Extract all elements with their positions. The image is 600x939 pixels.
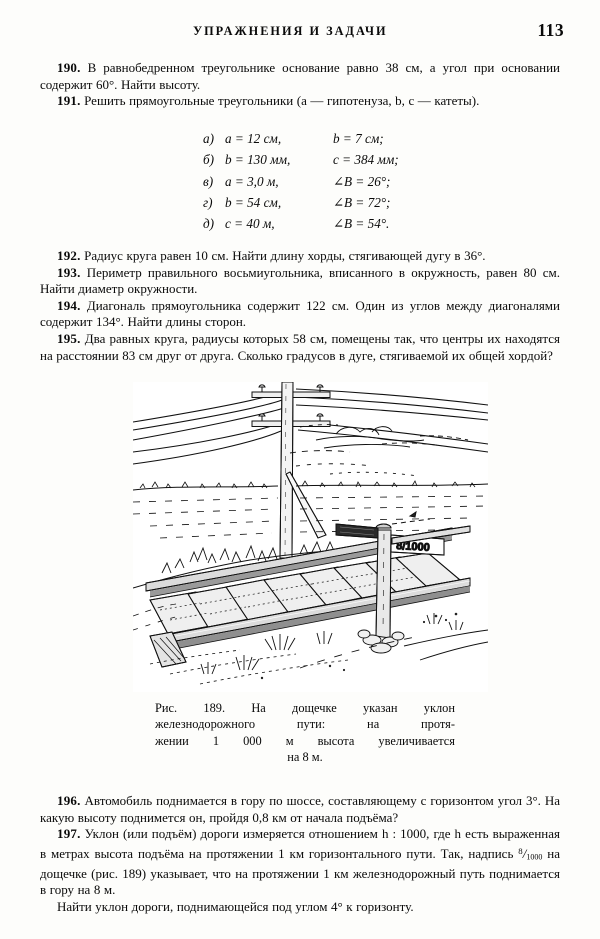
problem-block-196-197: 196. Автомобиль поднимается в гору по шо… xyxy=(40,793,560,916)
problem-197: 197. Уклон (или подъём) дороги измеряетс… xyxy=(40,826,560,899)
problem-195: 195. Два равных круга, радиусы которых 5… xyxy=(40,331,560,364)
problem-194-text: Диагональ прямоугольника содержит 122 см… xyxy=(40,297,560,330)
caption-line-4: на 8 м. xyxy=(287,750,323,765)
running-head: УПРАЖНЕНИЯ И ЗАДАЧИ 113 xyxy=(40,20,564,46)
problem-191-text: Решить прямоугольные треугольники (a — г… xyxy=(80,93,480,109)
problem-block-192-195: 192. Радиус круга равен 10 см. Найти дли… xyxy=(40,248,560,364)
list-item-left: b = 54 см, xyxy=(225,194,282,210)
problem-191: 191. Решить прямоугольные треугольники (… xyxy=(40,93,560,110)
problem-197-text-part2: на дощечке (рис. 189) указывает, что на … xyxy=(40,845,561,898)
problem-197-number: 197. xyxy=(57,826,81,842)
caption-line-1: Рис. 189. На дощечке указан уклон xyxy=(155,701,455,715)
list-item-label: а) xyxy=(203,131,214,146)
list-item-left: a = 12 см, xyxy=(225,131,282,146)
figure-189: 8/1000 xyxy=(0,378,600,696)
list-item: в) a = 3,0 м, ∠B = 26°; xyxy=(40,171,560,192)
fraction-denominator: 1000 xyxy=(526,852,543,862)
problem-193-text: Периметр правильного восьмиугольника, вп… xyxy=(40,264,560,297)
problem-197-question: Найти уклон дороги, поднимающейся под уг… xyxy=(40,899,560,916)
running-head-title: УПРАЖНЕНИЯ И ЗАДАЧИ xyxy=(193,24,388,38)
caption-line-3: жении 1 000 м высота увеличивается xyxy=(155,733,455,748)
problem-192: 192. Радиус круга равен 10 см. Найти дли… xyxy=(40,248,560,265)
problem-193: 193. Периметр правильного восьмиугольник… xyxy=(40,265,560,298)
problem-190-number: 190. xyxy=(57,60,81,75)
list-item: д) c = 40 м, ∠B = 54°. xyxy=(40,213,560,234)
fraction-numerator: 8 xyxy=(518,845,523,856)
problem-193-number: 193. xyxy=(57,264,81,280)
problem-197-text-part3: Найти уклон дороги, поднимающейся под уг… xyxy=(57,898,414,914)
list-item: б) b = 130 мм, c = 384 мм; xyxy=(40,149,560,170)
list-item-right: ∠B = 54°. xyxy=(333,216,390,232)
triangle-parameters-list: а) a = 12 см, b = 7 см; б) b = 130 мм, c = 3… xyxy=(40,128,560,234)
problem-196: 196. Автомобиль поднимается в гору по шо… xyxy=(40,793,560,826)
list-item-right: ∠B = 72°; xyxy=(333,194,391,210)
problem-block-190-191: 190. В равнобедренном треугольнике основ… xyxy=(40,60,560,110)
problem-192-text: Радиус круга равен 10 см. Найти длину хо… xyxy=(80,248,486,263)
list-item-label: г) xyxy=(203,194,213,210)
list-item-right: b = 7 см; xyxy=(333,131,384,146)
railway-gradient-illustration: 8/1000 xyxy=(133,382,488,692)
problem-190-text: В равнобедренном треугольнике основание … xyxy=(40,60,560,92)
problem-195-text: Два равных круга, радиусы которых 58 см,… xyxy=(40,330,560,363)
caption-line-2: железнодорожного пути: на протя- xyxy=(155,717,455,732)
problem-194-number: 194. xyxy=(57,297,81,313)
problem-190: 190. В равнобедренном треугольнике основ… xyxy=(40,60,560,93)
problem-197-text-part1: Уклон (или подъём) дороги измеряется отн… xyxy=(40,826,560,861)
list-item-left: b = 130 мм, xyxy=(225,152,291,168)
problem-191-number: 191. xyxy=(57,93,81,109)
list-item-left: c = 40 м, xyxy=(225,216,275,232)
gradient-sign-text: 8/1000 xyxy=(396,540,430,554)
list-item-label: в) xyxy=(203,173,214,189)
problem-194: 194. Диагональ прямоугольника содержит 1… xyxy=(40,298,560,331)
problem-192-number: 192. xyxy=(57,248,81,263)
list-item-label: д) xyxy=(203,216,215,232)
list-item-right: ∠B = 26°; xyxy=(333,173,391,189)
list-item: а) a = 12 см, b = 7 см; xyxy=(40,128,560,149)
page-number: 113 xyxy=(537,20,564,40)
list-item-left: a = 3,0 м, xyxy=(225,173,279,189)
list-item-right: c = 384 мм; xyxy=(333,152,399,168)
list-item-label: б) xyxy=(203,152,215,168)
gradient-fraction: 8/1000 xyxy=(518,845,543,862)
figure-caption: Рис. 189. На дощечке указан уклон железн… xyxy=(155,700,455,766)
problem-196-number: 196. xyxy=(57,793,81,808)
problem-195-number: 195. xyxy=(57,330,81,346)
problem-196-text: Автомобиль поднимается в гору по шоссе, … xyxy=(40,793,560,825)
list-item: г) b = 54 см, ∠B = 72°; xyxy=(40,192,560,213)
